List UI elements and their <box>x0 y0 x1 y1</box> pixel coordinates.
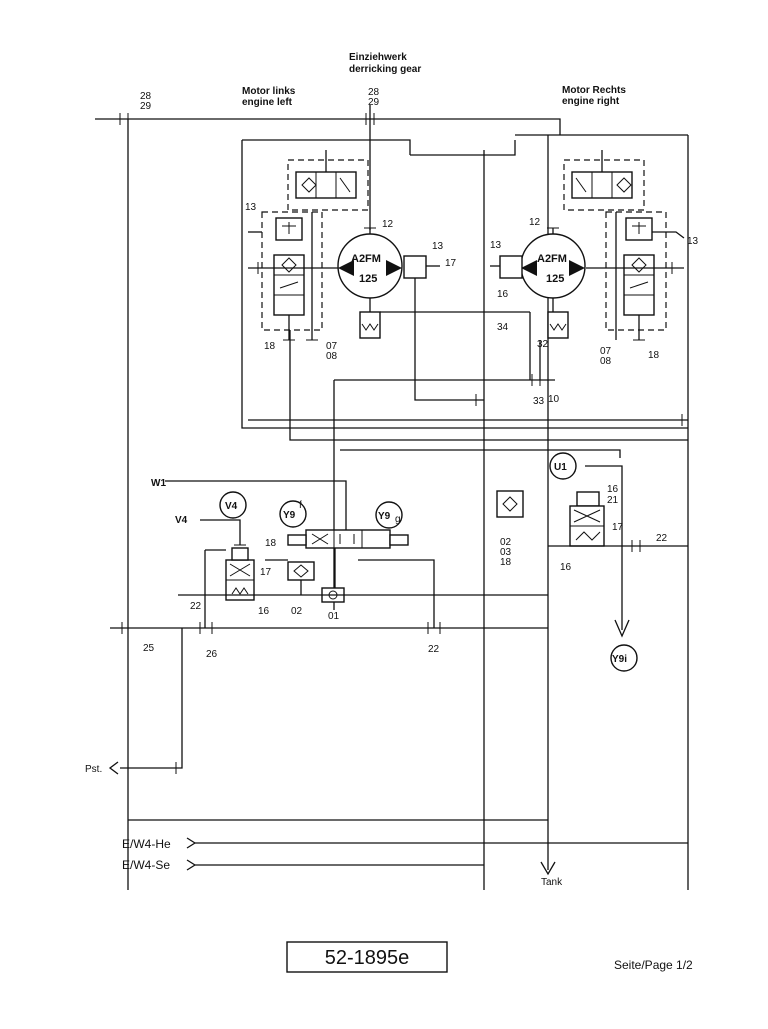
lower-right-valve-group: U1 02 03 18 16 21 17 16 22 Y9i <box>496 452 688 672</box>
port-label-08-left: 08 <box>326 351 338 362</box>
port-label-18-right: 18 <box>648 350 660 361</box>
port-label-03-right: 03 <box>500 547 512 558</box>
signal-y9f: Y9 <box>283 510 296 521</box>
lower-left-valve-group: W1 V4 V4 18 17 16 02 Y9 f Y9 g 01 <box>110 478 548 660</box>
port-label-17-left: 17 <box>445 258 457 269</box>
port-label-13-left-motor: 13 <box>432 241 444 252</box>
port-label-16-right-valve: 16 <box>560 562 572 573</box>
port-label-33: 33 <box>533 396 545 407</box>
drawing-number: 52-1895e <box>325 947 410 969</box>
port-label-10: 10 <box>548 394 560 405</box>
drawing-number-box <box>286 941 448 973</box>
port-label-18-right-lower: 18 <box>500 557 512 568</box>
port-label-13-left: 13 <box>245 202 257 213</box>
port-label-01: 01 <box>328 611 340 622</box>
port-label-22-lower-left: 22 <box>190 601 202 612</box>
signal-w1: W1 <box>151 478 166 489</box>
line-ew4se: E/W4-Se <box>122 858 170 872</box>
port-label-02-right: 02 <box>500 537 512 548</box>
page-indicator: Seite/Page 1/2 <box>614 958 693 972</box>
signal-v4-label: V4 <box>175 515 188 526</box>
port-label-07-right: 07 <box>600 346 612 357</box>
signal-y9f-circle <box>279 500 307 528</box>
header-right-en: engine right <box>562 96 620 107</box>
signal-y9i: Y9i <box>612 654 627 665</box>
port-label-16-lower: 16 <box>258 606 270 617</box>
port-label-13-right-motor: 13 <box>490 240 502 251</box>
header-right-de: Motor Rechts <box>562 85 626 96</box>
port-label-12-right: 12 <box>529 217 541 228</box>
header-left-de: Motor links <box>242 86 296 97</box>
left-motor-group: A2FM 125 12 13 17 13 18 07 08 <box>241 139 688 441</box>
left-motor-type: A2FM <box>351 253 381 265</box>
return-lines: Pst. E/W4-He E/W4-Se Tank <box>85 628 688 888</box>
directional-valve-y9 <box>305 529 391 549</box>
port-label-28-center: 28 <box>368 87 380 98</box>
port-label-17-lower: 17 <box>260 567 272 578</box>
port-label-21: 21 <box>607 495 619 506</box>
signal-u1: U1 <box>554 462 567 473</box>
signal-y9i-circle <box>610 644 638 672</box>
port-label-22-lower-center: 22 <box>428 644 440 655</box>
middle-lines <box>165 414 688 540</box>
right-motor-type: A2FM <box>537 253 567 265</box>
right-motor-size: 125 <box>546 273 564 285</box>
port-label-16-right-motor: 16 <box>497 289 509 300</box>
signal-y9g: Y9 <box>378 511 391 522</box>
port-label-16-right-lower: 16 <box>607 484 619 495</box>
port-label-25: 25 <box>143 643 155 654</box>
port-label-18-left: 18 <box>264 341 276 352</box>
signal-y9g-circle <box>375 501 403 529</box>
port-label-34: 34 <box>497 322 509 333</box>
header-center-en: derricking gear <box>349 64 421 75</box>
signal-v4-circle <box>219 491 247 519</box>
signal-y9g-sub: g <box>395 514 401 525</box>
left-motor-size: 125 <box>359 273 377 285</box>
signal-y9f-sub: f <box>299 500 302 511</box>
port-label-32: 32 <box>537 339 549 350</box>
signal-u1-circle <box>549 452 577 480</box>
port-label-02-lower: 02 <box>291 606 303 617</box>
port-label-26: 26 <box>206 649 218 660</box>
port-label-29-left: 29 <box>140 101 152 112</box>
port-label-12-left: 12 <box>382 219 394 230</box>
signal-v4-circle-label: V4 <box>225 501 238 512</box>
port-label-22-right: 22 <box>656 533 668 544</box>
line-tank: Tank <box>541 877 563 888</box>
line-pst: Pst. <box>85 764 102 775</box>
port-label-07-left: 07 <box>326 341 338 352</box>
right-motor-group: A2FM 125 12 13 16 13 34 32 07 08 18 33 1… <box>333 150 699 610</box>
port-label-13-right: 13 <box>687 236 699 247</box>
port-label-18-lower: 18 <box>265 538 277 549</box>
port-label-29-center: 29 <box>368 97 380 108</box>
port-label-28-left: 28 <box>140 91 152 102</box>
port-label-08-right: 08 <box>600 356 612 367</box>
line-ew4he: E/W4-He <box>122 837 171 851</box>
header-center-de: Einziehwerk <box>349 52 407 63</box>
port-label-17-right-lower: 17 <box>612 522 624 533</box>
header-left-en: engine left <box>242 97 293 108</box>
